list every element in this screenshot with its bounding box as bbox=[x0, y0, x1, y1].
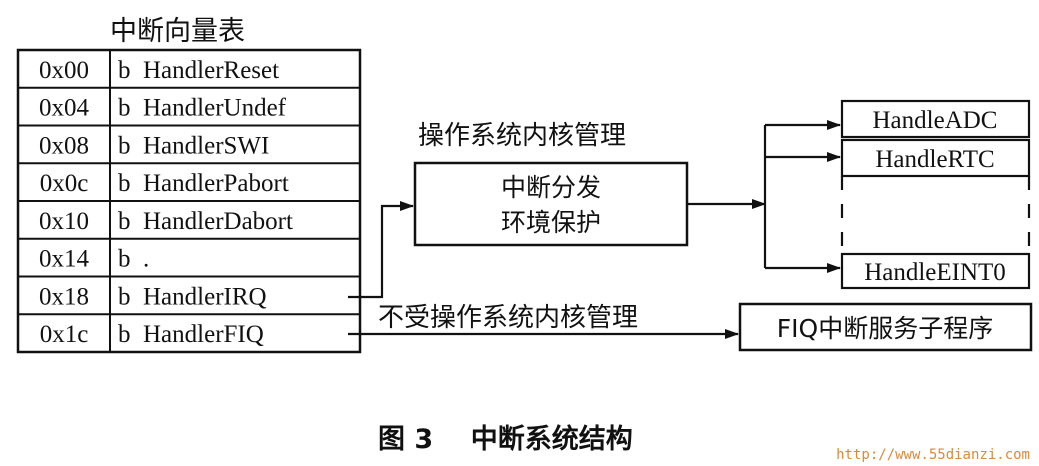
handle-adc-box bbox=[840, 99, 1031, 139]
vector-address: 0x04 bbox=[39, 95, 90, 122]
vector-instruction: b . bbox=[118, 246, 149, 273]
vector-instruction: b HandlerIRQ bbox=[118, 283, 267, 310]
handler-table: HandleADC HandleRTC HandleEINT0 bbox=[840, 99, 1031, 290]
os-kernel-box-line1: 中断分发 bbox=[501, 173, 601, 202]
figure-caption: 图 3 中断系统结构 bbox=[378, 423, 633, 455]
handle-eint0-label: HandleEINT0 bbox=[864, 259, 1006, 286]
vector-address: 0x0c bbox=[40, 170, 89, 197]
vector-address: 0x08 bbox=[39, 132, 89, 159]
os-kernel-box-line2: 环境保护 bbox=[501, 208, 601, 237]
vector-instruction: b HandlerSWI bbox=[118, 132, 269, 159]
vector-instruction: b HandlerReset bbox=[118, 57, 279, 84]
fiq-service-box bbox=[738, 302, 1033, 352]
watermark: http://www.55dianzi.com bbox=[836, 447, 1030, 463]
vector-table-row-lines bbox=[18, 86, 360, 316]
vector-address: 0x1c bbox=[40, 321, 89, 348]
fiq-service-label: FIQ中断服务子程序 bbox=[777, 314, 993, 343]
os-kernel-label: 操作系统内核管理 bbox=[418, 121, 626, 151]
handle-adc-label: HandleADC bbox=[873, 107, 998, 134]
vector-address: 0x18 bbox=[39, 283, 89, 310]
vector-instruction: b HandlerFIQ bbox=[118, 321, 264, 348]
handle-rtc-label: HandleRTC bbox=[875, 146, 994, 173]
fiq-path-label: 不受操作系统内核管理 bbox=[378, 303, 638, 333]
handle-eint0-box bbox=[840, 252, 1031, 290]
vector-table-rows: 0x00 b HandlerReset 0x04 b HandlerUndef 0x08… bbox=[39, 57, 293, 348]
vector-address: 0x14 bbox=[39, 246, 90, 273]
vector-instruction: b HandlerUndef bbox=[118, 95, 287, 122]
vector-table: 0x00 b HandlerReset 0x04 b HandlerUndef 0x08… bbox=[16, 48, 362, 354]
vector-instruction: b HandlerDabort bbox=[118, 208, 293, 235]
irq-arrow bbox=[348, 201, 414, 299]
vector-instruction: b HandlerPabort bbox=[118, 170, 289, 197]
handle-rtc-box bbox=[840, 138, 1031, 178]
vector-address: 0x10 bbox=[39, 208, 89, 235]
vector-table-title: 中断向量表 bbox=[110, 16, 245, 47]
vector-address: 0x00 bbox=[39, 57, 89, 84]
